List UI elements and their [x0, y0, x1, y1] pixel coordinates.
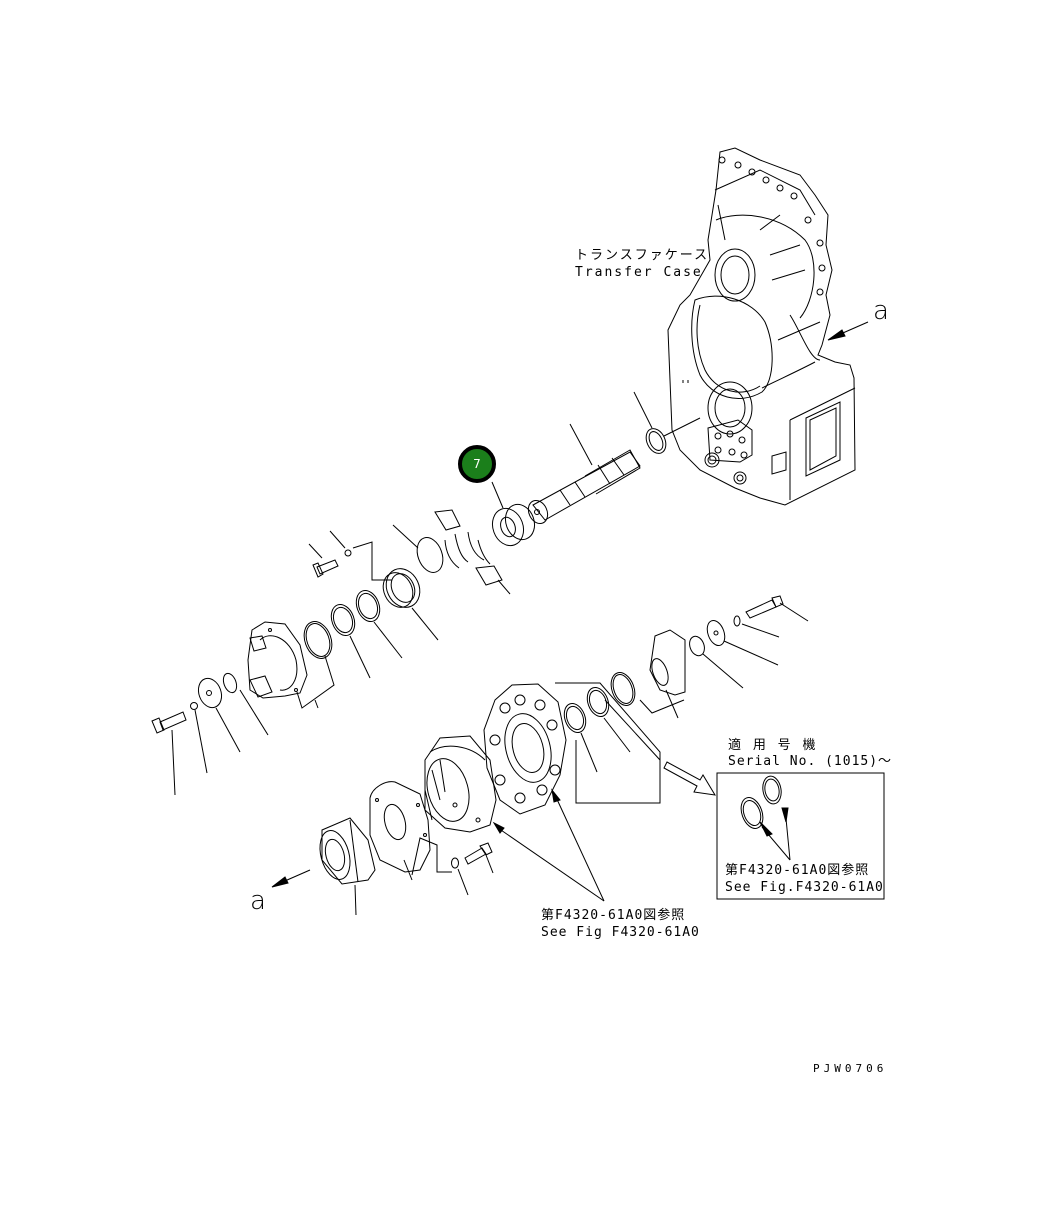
- bolt-washer-right: [689, 595, 809, 689]
- part-callout-number: 7: [473, 457, 481, 471]
- transfer-case-label-jp: トランスファケース: [575, 248, 710, 263]
- seal-rings-mid: [296, 590, 403, 709]
- transfer-case-label-en: Transfer Case: [575, 265, 703, 280]
- drawing-id: PJW0706: [813, 1062, 888, 1075]
- view-arrow-top: [827, 321, 869, 341]
- inset-reference-jp: 第F4320-61A0図参照: [725, 863, 870, 878]
- transfer-case-housing: [667, 147, 856, 506]
- serial-inset-box: [716, 772, 885, 900]
- view-arrow-bottom: [271, 869, 311, 888]
- seal-ring-right: [633, 391, 701, 454]
- part-callout-7[interactable]: 7: [458, 445, 496, 483]
- snap-rings: [434, 509, 511, 595]
- o-ring-left: [392, 524, 444, 573]
- inset-reference-en: See Fig.F4320-61A0: [725, 880, 884, 895]
- output-shaft: [527, 423, 641, 525]
- main-reference-jp: 第F4320-61A0図参照: [541, 908, 686, 923]
- inset-pointer-arrow: [663, 761, 716, 796]
- view-marker-a-bottom: a: [250, 886, 266, 916]
- reference-leaders: [492, 788, 605, 902]
- carrier-housing: [424, 735, 497, 833]
- flange-yoke-left: [247, 621, 308, 699]
- nut-and-bolt-upper: [308, 530, 392, 581]
- bearing-item-7: [491, 481, 536, 547]
- washer-and-bolt-left: [151, 672, 269, 796]
- lock-nut: [382, 568, 439, 641]
- seal-rings-right-bracket: [555, 672, 661, 804]
- main-reference-en: See Fig F4320-61A0: [541, 925, 700, 940]
- gear-plate: [369, 781, 431, 873]
- bolt-washer-lower: [403, 837, 494, 896]
- serial-note-jp: 適 用 号 機: [728, 738, 818, 753]
- serial-note-en: Serial No. (1015)～: [728, 754, 893, 769]
- view-marker-a-top: a: [873, 296, 889, 326]
- bearing-drum: [319, 817, 376, 916]
- flange-yoke-right: [639, 629, 686, 719]
